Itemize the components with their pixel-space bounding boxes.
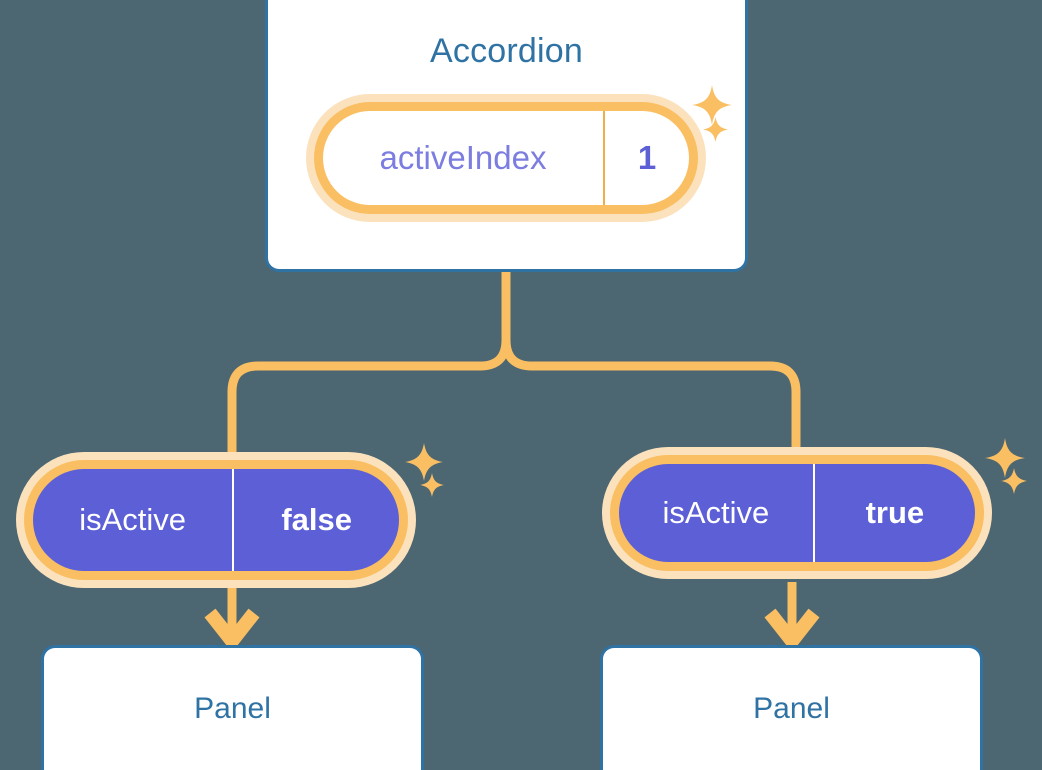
state-key-label: isActive	[33, 469, 235, 571]
pill-body: isActive true	[619, 464, 975, 562]
state-pill-active-index[interactable]: activeIndex 1	[306, 94, 706, 222]
panel-card-left[interactable]: Panel	[41, 645, 424, 770]
arrow-down-icon-right	[764, 608, 820, 653]
sparkle-icon-top-large	[691, 84, 733, 126]
panel-card-right[interactable]: Panel	[600, 645, 983, 770]
panel-label: Panel	[194, 692, 271, 725]
sparkle-icon-left-large	[404, 442, 444, 482]
state-value-label: 1	[637, 139, 657, 176]
pill-body: activeIndex 1	[323, 111, 689, 205]
sparkle-icon-top-small	[702, 116, 729, 143]
panel-label: Panel	[753, 692, 830, 725]
sparkle-icon-left-small	[419, 472, 445, 498]
state-key-label: activeIndex	[323, 111, 605, 205]
pill-body: isActive false	[33, 469, 399, 571]
connector-branch-right	[501, 335, 801, 459]
state-value-label: false	[281, 502, 352, 537]
state-key-label: isActive	[619, 464, 815, 562]
sparkle-icon-right-small	[1000, 467, 1028, 495]
state-pill-is-active-false[interactable]: isActive false	[16, 452, 416, 588]
page-title: Accordion	[430, 32, 583, 70]
connector-branch-left	[227, 335, 511, 463]
state-value-label: true	[865, 495, 925, 530]
state-pill-is-active-true[interactable]: isActive true	[602, 447, 992, 579]
sparkle-icon-right-large	[984, 437, 1026, 479]
arrow-down-icon-left	[204, 608, 260, 653]
